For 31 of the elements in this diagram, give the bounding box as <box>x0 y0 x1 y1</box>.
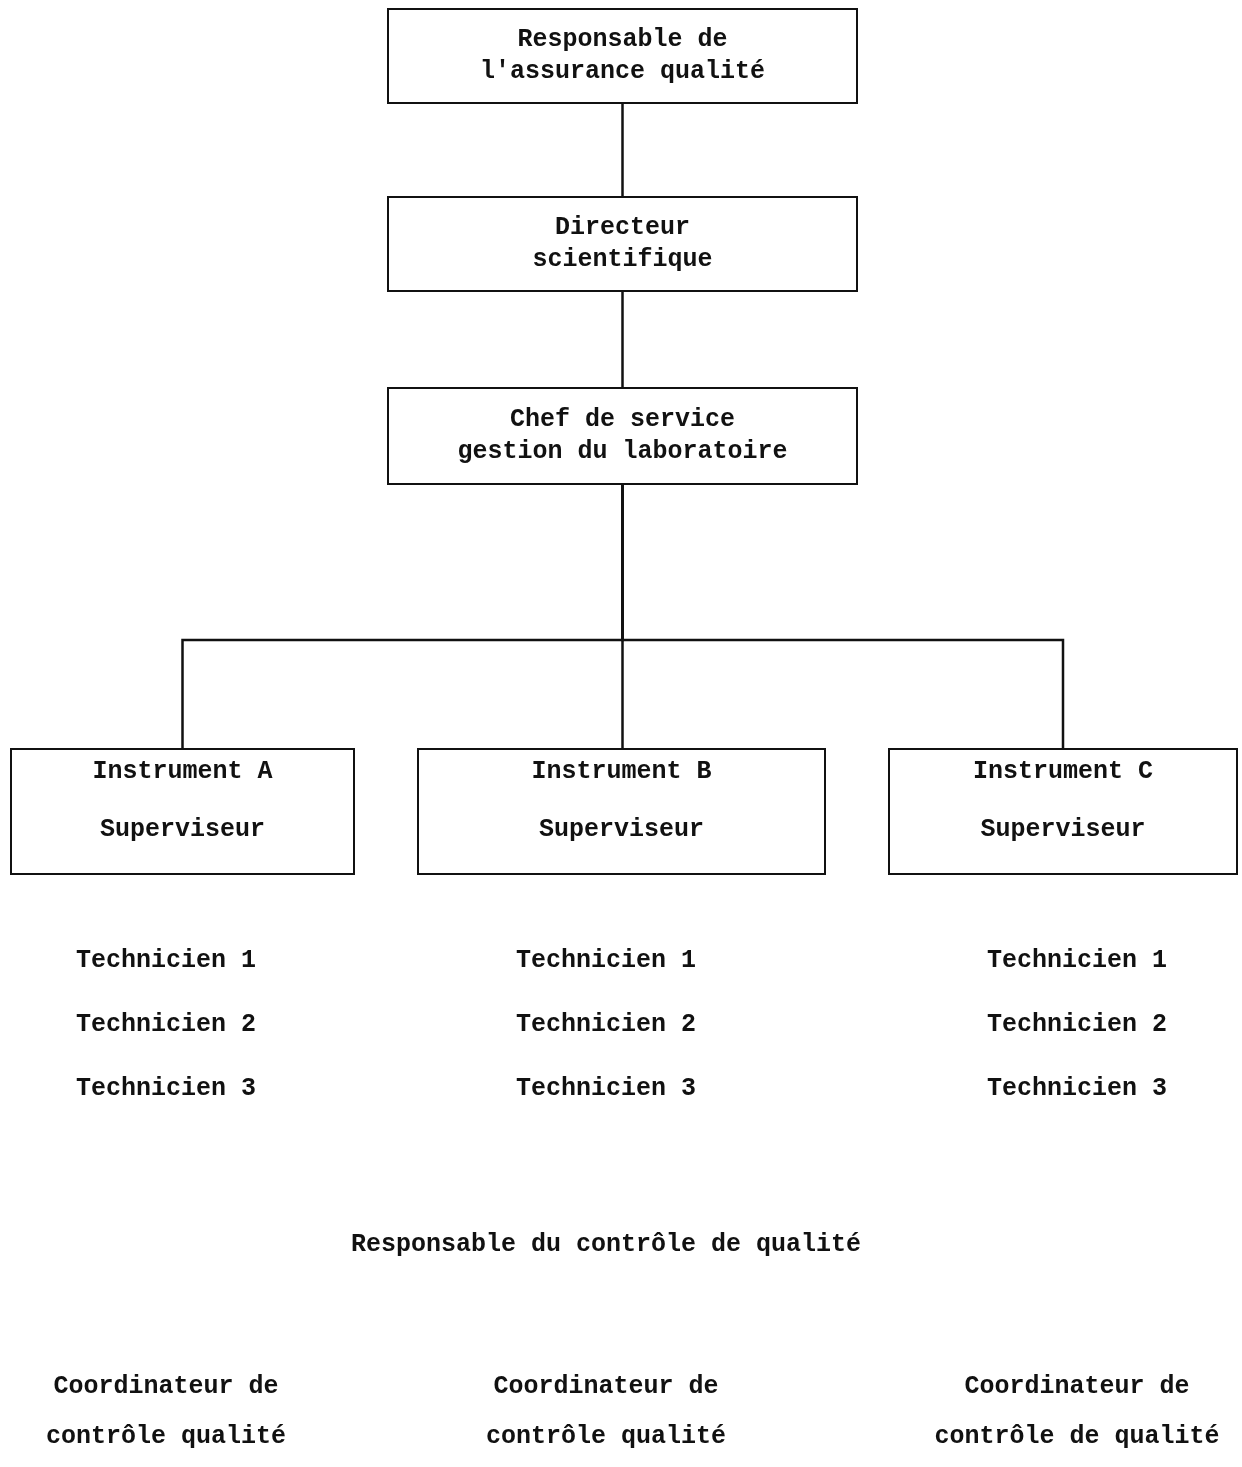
connector-line <box>621 485 1065 748</box>
staff-label: Technicien 1 <box>516 945 696 977</box>
staff-label: Technicien 3 <box>76 1073 256 1105</box>
role-subtitle: Superviseur <box>100 814 265 846</box>
role-title: Directeur scientifique <box>531 212 714 276</box>
staff-label: Technicien 3 <box>516 1073 696 1105</box>
staff-label: Technicien 2 <box>76 1009 256 1041</box>
connector-line <box>621 104 624 196</box>
role-title: Instrument B <box>531 756 712 788</box>
coordinator-label: Coordinateur de contrôle de qualité <box>933 1371 1221 1453</box>
org-box <box>387 8 858 104</box>
role-subtitle: Superviseur <box>539 814 704 846</box>
staff-label: Technicien 2 <box>516 1009 696 1041</box>
role-title: Instrument A <box>92 756 273 788</box>
org-box <box>417 748 826 875</box>
role-subtitle: Superviseur <box>980 814 1146 846</box>
staff-label: Technicien 1 <box>76 945 256 977</box>
org-box <box>387 196 858 292</box>
staff-label: Technicien 3 <box>987 1073 1167 1105</box>
staff-label: Technicien 1 <box>987 945 1167 977</box>
connector-line <box>621 292 624 387</box>
role-title: Chef de service gestion du laboratoire <box>456 404 789 468</box>
org-box <box>387 387 858 485</box>
coordinator-label: Coordinateur de contrôle qualité <box>45 1371 287 1453</box>
role-label: Responsable du contrôle de qualité <box>350 1229 862 1261</box>
role-title: Responsable de l'assurance qualité <box>478 24 766 88</box>
org-box <box>888 748 1238 875</box>
coordinator-label: Coordinateur de contrôle qualité <box>485 1371 727 1453</box>
role-title: Instrument C <box>973 756 1153 788</box>
staff-label: Technicien 2 <box>987 1009 1167 1041</box>
org-box <box>10 748 355 875</box>
